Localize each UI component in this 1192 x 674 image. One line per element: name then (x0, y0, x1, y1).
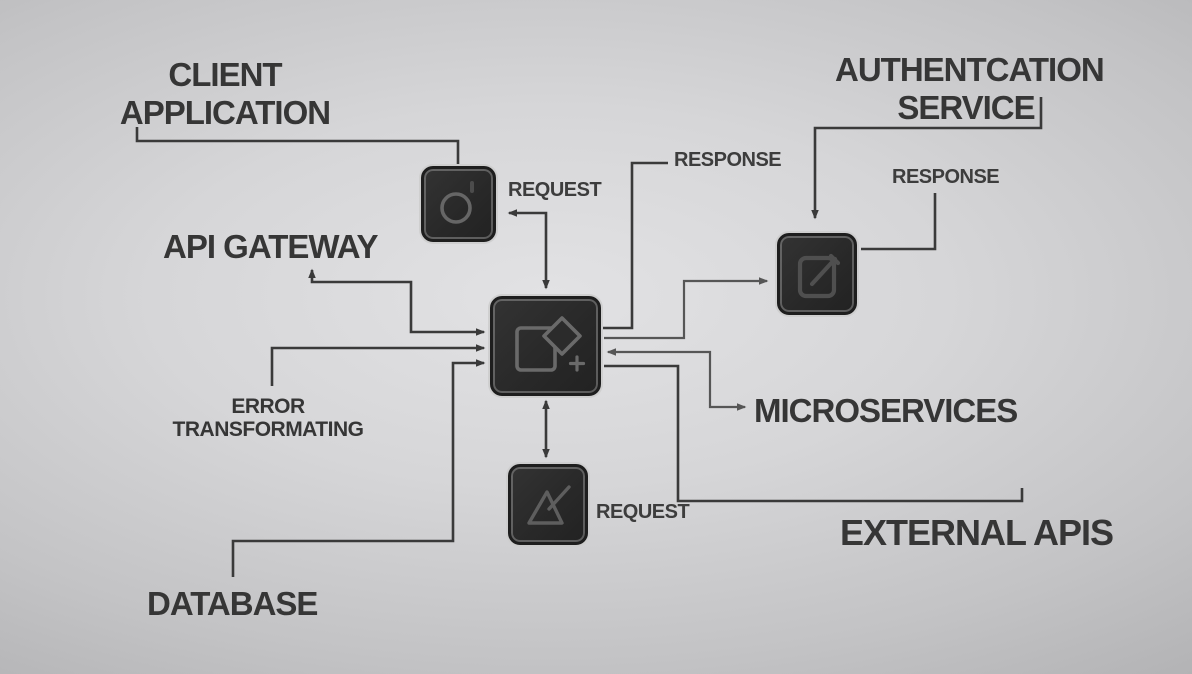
api-gateway-node (490, 296, 601, 396)
triangle-ruler-icon (527, 485, 571, 525)
connector-request-top (507, 209, 550, 290)
label-error-transforming: ERROR TRANSFORMATING (172, 395, 364, 442)
label-request-bottom: REQUEST (596, 501, 690, 523)
client-application-node (421, 166, 496, 242)
label-authentication-service: AUTHENTCATION SERVICE (835, 51, 1105, 127)
authentication-service-node (777, 233, 857, 315)
square-diamond-plus-icon (515, 316, 586, 372)
connector-database-label (231, 359, 486, 577)
connector-client-label (135, 127, 460, 164)
connector-external-apis (604, 364, 1024, 503)
connector-response-right (861, 193, 937, 251)
label-database: DATABASE (147, 585, 318, 622)
label-external-apis: EXTERNAL APIS (840, 512, 1114, 553)
database-node (508, 464, 588, 545)
label-client-application: CLIENT APPLICATION (119, 56, 331, 132)
connector-response-left (603, 161, 668, 330)
connector-auth-label (811, 97, 1043, 220)
connector-gateway-auth (604, 277, 769, 340)
label-response-right: RESPONSE (892, 166, 1000, 188)
connector-api-gateway-label (308, 268, 486, 336)
label-request-top: REQUEST (508, 179, 602, 201)
edit-square-icon (797, 253, 841, 299)
label-api-gateway: API GATEWAY (163, 228, 379, 265)
connector-microservices (606, 348, 747, 411)
connector-error-transforming (270, 344, 486, 386)
label-microservices: MICROSERVICES (754, 392, 1018, 429)
label-response-left: RESPONSE (674, 149, 782, 171)
circle-lens-icon (440, 181, 474, 224)
